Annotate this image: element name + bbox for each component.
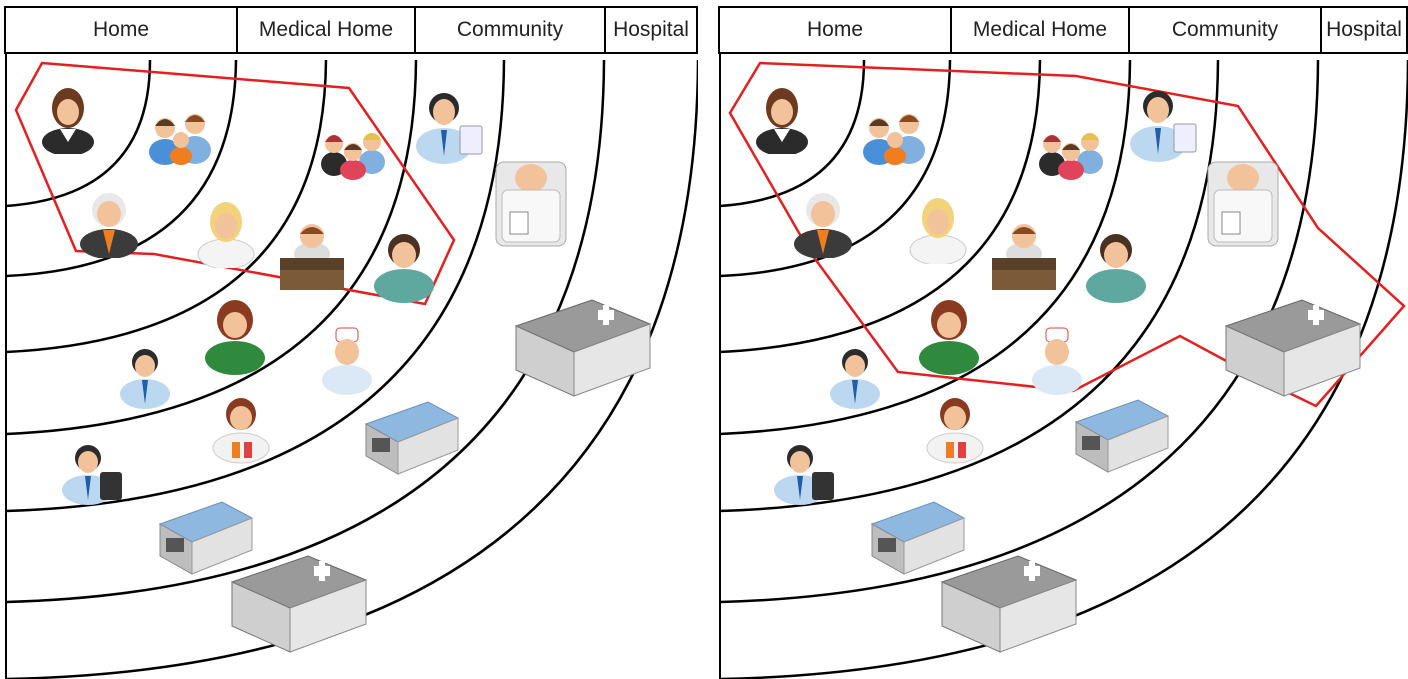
ring-7 [5, 59, 698, 679]
right-panel: Home Medical Home Community Hospital [718, 6, 1408, 679]
woman-green-icon [205, 300, 265, 375]
ring-1 [719, 59, 866, 208]
group-icon [1039, 133, 1103, 180]
clinic-building-icon [158, 501, 254, 575]
man-green-icon [374, 234, 434, 303]
left-panel: Home Medical Home Community Hospital [4, 6, 698, 679]
ring-6 [5, 59, 606, 604]
hospital-building-icon [940, 555, 1078, 653]
elderly-man-icon [794, 193, 852, 258]
left-rings-diagram [5, 54, 698, 679]
ring-7 [719, 59, 1408, 679]
nurse-icon [197, 202, 255, 268]
doctor-icon [1130, 91, 1197, 162]
ring-6 [719, 59, 1320, 604]
patient-in-bed-icon [495, 161, 567, 247]
header-home: Home [718, 6, 950, 54]
right-header-row: Home Medical Home Community Hospital [718, 6, 1408, 56]
header-medical-home: Medical Home [950, 6, 1128, 54]
woman-icon [756, 88, 808, 154]
hospital-building-icon [514, 299, 652, 397]
ring-4 [719, 59, 1132, 436]
woman-icon [42, 88, 94, 154]
family-icon [863, 114, 925, 165]
right-rings-diagram [719, 54, 1408, 679]
patient-in-bed-icon [1207, 161, 1279, 247]
ring-2 [5, 59, 238, 278]
hospital-building-icon [230, 555, 368, 653]
header-community: Community [1128, 6, 1320, 54]
family-icon [149, 114, 211, 165]
nurse-icon [909, 198, 967, 264]
left-header-row: Home Medical Home Community Hospital [4, 6, 698, 56]
header-medical-home: Medical Home [236, 6, 414, 54]
man-green-icon [1086, 234, 1146, 303]
header-hospital: Hospital [604, 6, 698, 54]
ring-5 [5, 59, 506, 513]
clinic-building-icon [870, 501, 966, 575]
ring-2 [719, 59, 952, 278]
pharmacist-icon [322, 327, 372, 395]
man-blue-icon [830, 349, 880, 409]
header-home: Home [4, 6, 236, 54]
ring-4 [5, 59, 418, 436]
elderly-man-icon [80, 193, 138, 258]
ring-1 [5, 59, 152, 208]
receptionist-desk-icon [992, 224, 1056, 290]
hospital-building-icon [1224, 299, 1362, 397]
man-with-phone-icon [62, 445, 122, 505]
man-with-phone-icon [774, 445, 834, 505]
woman-green-icon [919, 300, 979, 375]
header-community: Community [414, 6, 604, 54]
man-blue-icon [120, 349, 170, 409]
ring-5 [719, 59, 1220, 513]
child-icon [212, 398, 270, 464]
group-icon [321, 133, 385, 180]
header-hospital: Hospital [1320, 6, 1408, 54]
doctor-icon [416, 93, 483, 164]
ring-3 [719, 59, 1042, 354]
receptionist-desk-icon [280, 224, 344, 290]
child-icon [926, 398, 984, 464]
clinic-building-icon [364, 401, 460, 475]
clinic-building-icon [1074, 399, 1170, 473]
pharmacist-icon [1032, 327, 1082, 395]
